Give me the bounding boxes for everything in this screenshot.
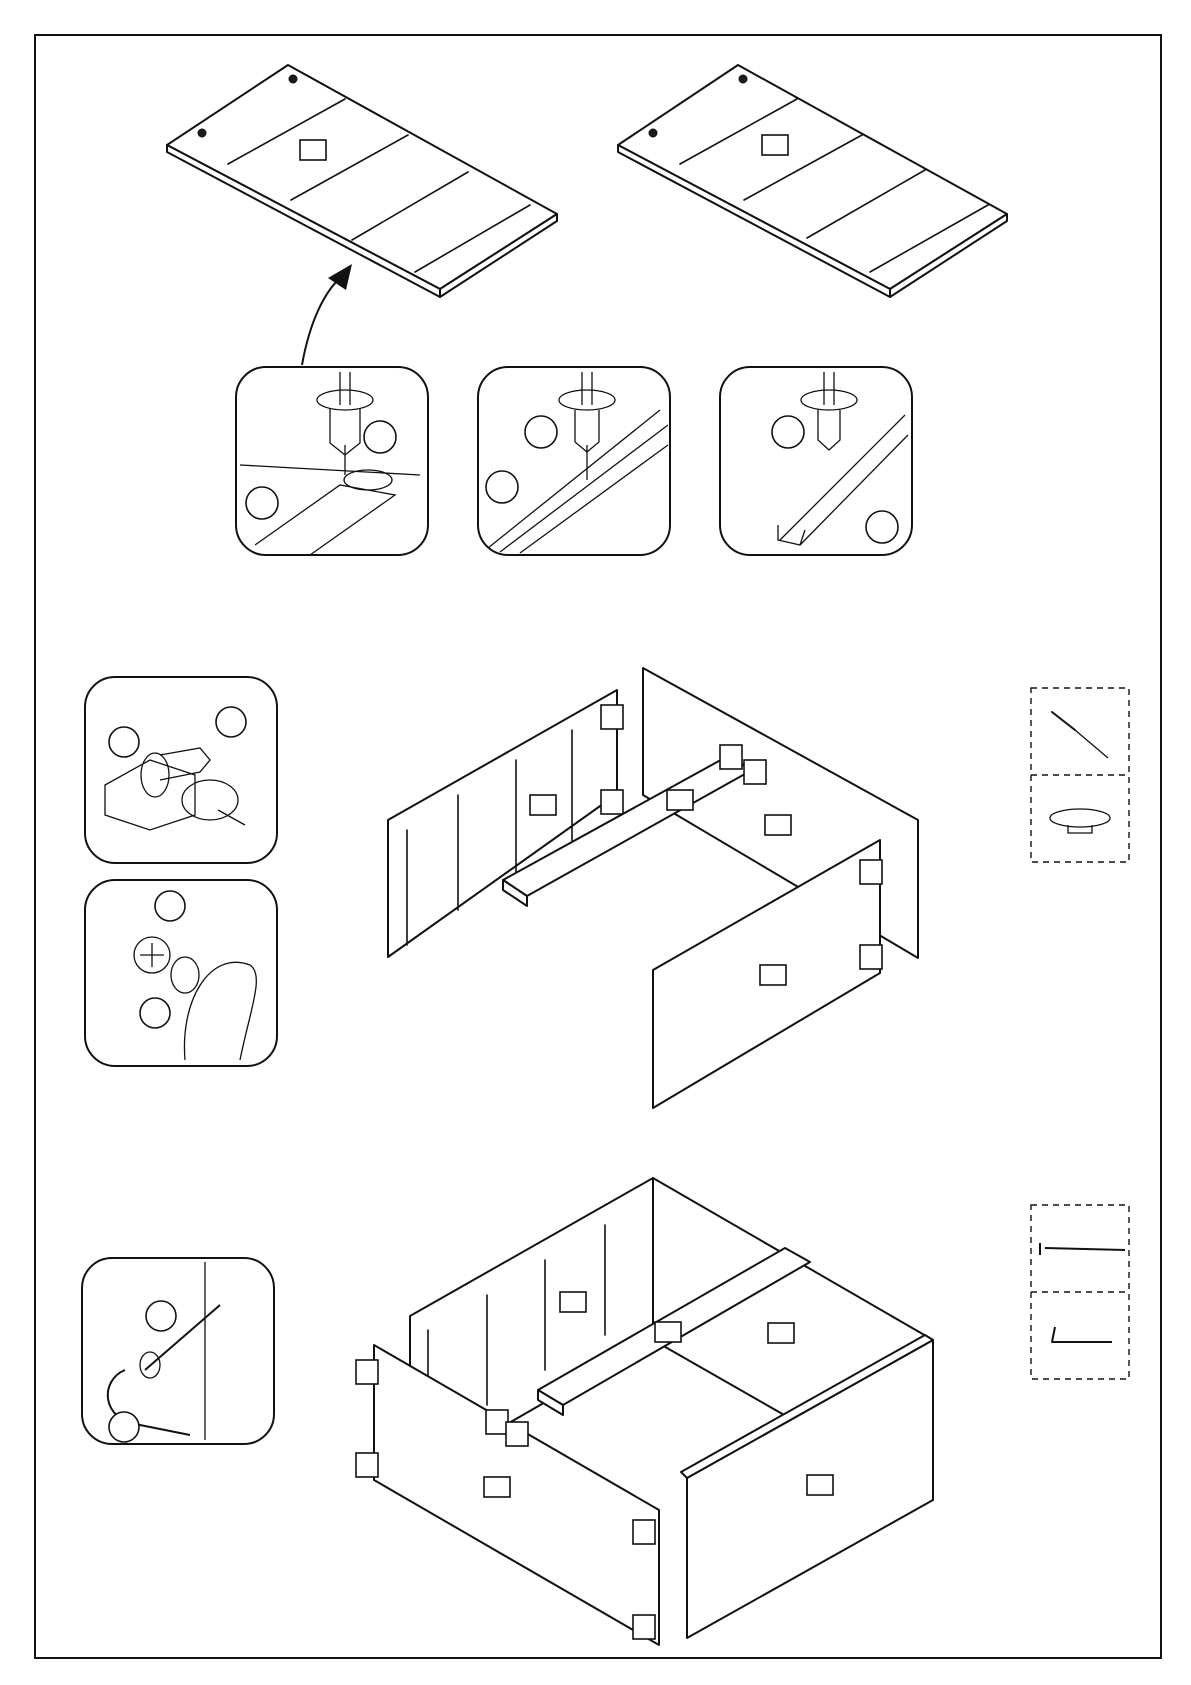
long-screw-icon (1040, 1243, 1125, 1255)
closed-carcass-icon (356, 1178, 933, 1645)
part-tag (768, 1323, 794, 1343)
part-tag (655, 1322, 681, 1342)
part-tag (667, 790, 693, 810)
part-tag (760, 965, 786, 985)
cover-cap-detail-icon (85, 880, 277, 1066)
part-tag (530, 795, 556, 815)
part-tag (300, 140, 326, 160)
allen-screw-detail-icon (82, 1258, 274, 1444)
part-tag (560, 1292, 586, 1312)
rail-screw-detail-icon (478, 367, 670, 555)
cover-cap-icon (1050, 809, 1110, 833)
rail-panel-left (167, 65, 557, 297)
open-carcass-icon (388, 668, 918, 1108)
curved-arrow-icon (302, 264, 352, 365)
rail-panel-right (618, 65, 1007, 297)
cam-lock-detail-icon (85, 677, 277, 863)
step3-hardware-box (1031, 1205, 1129, 1379)
part-tag (484, 1477, 510, 1497)
screwdriver-icon (1052, 712, 1108, 758)
part-tag (765, 815, 791, 835)
step2-hardware-box (1031, 688, 1129, 862)
part-tag (762, 135, 788, 155)
allen-key-icon (1052, 1327, 1112, 1342)
rail-end-detail-icon (720, 367, 912, 555)
screwdriver-detail-icon (236, 367, 428, 555)
part-tag (807, 1475, 833, 1495)
